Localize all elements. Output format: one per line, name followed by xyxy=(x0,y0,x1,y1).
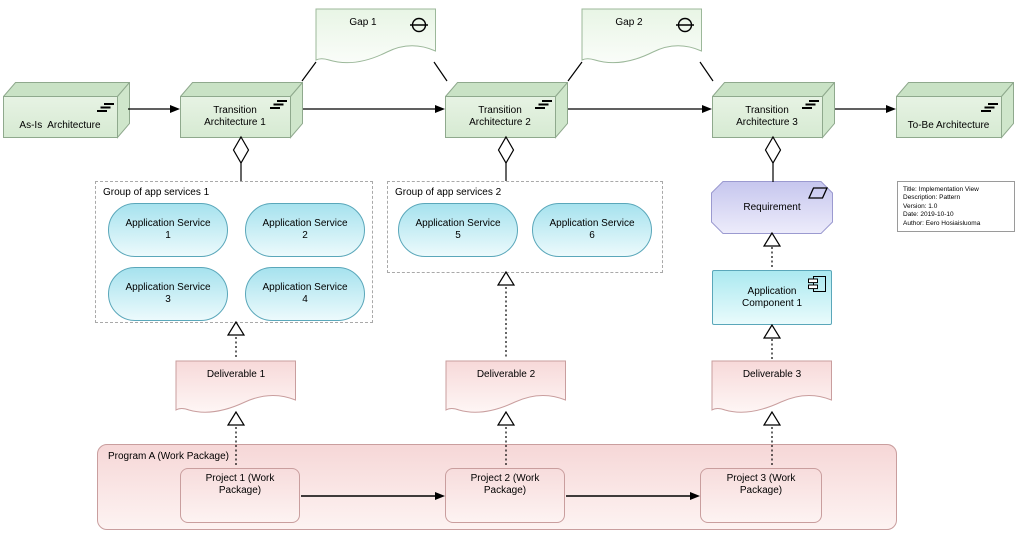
flow-arrow xyxy=(435,105,445,113)
app-service-6[interactable]: Application Service 6 xyxy=(532,203,652,257)
plateau-icon xyxy=(270,100,287,109)
deliverable-label: Deliverable 3 xyxy=(742,369,802,380)
deliverable-3[interactable]: Deliverable 3 xyxy=(711,360,833,413)
group-app-services-2[interactable]: Group of app services 2 xyxy=(387,181,663,273)
application-component-1[interactable]: Application Component 1 xyxy=(712,270,832,325)
gap-shape xyxy=(315,8,436,64)
realization-triangle xyxy=(762,231,782,247)
aggregation-diamond xyxy=(497,135,515,165)
gap-shape xyxy=(581,8,702,64)
component-label: Application Component 1 xyxy=(741,285,803,309)
project-label: Project 3 (Work Package) xyxy=(726,473,796,496)
realization-triangle xyxy=(496,410,516,426)
requirement[interactable]: Requirement xyxy=(711,181,833,234)
service-label: Application Service 3 xyxy=(125,282,211,305)
service-label: Application Service 4 xyxy=(262,282,348,305)
realization-triangle xyxy=(226,320,246,336)
realization-triangle xyxy=(762,410,782,426)
plateau-icon xyxy=(802,100,819,109)
plateau-label: Transition Architecture 1 xyxy=(204,104,266,128)
app-service-2[interactable]: Application Service 2 xyxy=(245,203,365,257)
deliverable-shape xyxy=(445,360,566,413)
app-service-1[interactable]: Application Service 1 xyxy=(108,203,228,257)
deliverable-shape xyxy=(711,360,832,413)
diagram-note[interactable]: Title: Implementation View Description: … xyxy=(897,181,1015,232)
service-label: Application Service 1 xyxy=(125,218,211,241)
note-line: Date: 2019-10-10 xyxy=(903,211,954,219)
app-service-5[interactable]: Application Service 5 xyxy=(398,203,518,257)
plateau-shape xyxy=(445,82,568,139)
project-2[interactable]: Project 2 (Work Package) xyxy=(445,468,565,523)
plateau-shape xyxy=(712,82,835,139)
plateau-label: As-Is Architecture xyxy=(19,120,101,131)
component-icon xyxy=(808,276,826,292)
service-label: Application Service 6 xyxy=(549,218,635,241)
plateau-transition-1[interactable]: Transition Architecture 1 xyxy=(180,82,303,139)
plateau-icon xyxy=(535,100,552,109)
service-label: Application Service 2 xyxy=(262,218,348,241)
plateau-shape xyxy=(180,82,303,139)
gap-2[interactable]: Gap 2 xyxy=(581,8,703,64)
gap-icon xyxy=(410,17,428,33)
program-label: Program A (Work Package) xyxy=(108,451,229,462)
group-title: Group of app services 1 xyxy=(103,187,210,198)
gap-label: Gap 2 xyxy=(615,17,643,28)
plateau-label: To-Be Architecture xyxy=(907,120,990,131)
project-1[interactable]: Project 1 (Work Package) xyxy=(180,468,300,523)
deliverable-label: Deliverable 2 xyxy=(476,369,536,380)
note-line: Title: Implementation View xyxy=(903,186,979,193)
plateau-transition-2[interactable]: Transition Architecture 2 xyxy=(445,82,568,139)
project-label: Project 1 (Work Package) xyxy=(205,473,275,496)
plateau-to-be[interactable]: To-Be Architecture xyxy=(896,82,1014,139)
deliverable-label: Deliverable 1 xyxy=(206,369,266,380)
plateau-label: Transition Architecture 3 xyxy=(736,104,798,128)
realization-triangle xyxy=(762,323,782,339)
requirement-label: Requirement xyxy=(743,202,801,213)
flow-arrow xyxy=(702,105,712,113)
aggregation-diamond xyxy=(764,135,782,165)
deliverable-1[interactable]: Deliverable 1 xyxy=(175,360,297,413)
gap-icon xyxy=(676,17,694,33)
plateau-shape xyxy=(3,82,130,139)
note-line: Author: Eero Hosiaisluoma xyxy=(903,219,981,227)
deliverable-shape xyxy=(175,360,296,413)
service-label: Application Service 5 xyxy=(415,218,501,241)
aggregation-connectors xyxy=(232,135,782,182)
project-3[interactable]: Project 3 (Work Package) xyxy=(700,468,822,523)
plateau-icon xyxy=(97,103,114,112)
plateau-shape xyxy=(896,82,1014,139)
app-service-4[interactable]: Application Service 4 xyxy=(245,267,365,321)
app-service-3[interactable]: Application Service 3 xyxy=(108,267,228,321)
plateau-transition-3[interactable]: Transition Architecture 3 xyxy=(712,82,835,139)
plateau-label: Transition Architecture 2 xyxy=(469,104,531,128)
flow-arrow xyxy=(170,105,180,113)
gap-association-lines xyxy=(301,61,714,82)
note-line: Version: 1.0 xyxy=(903,202,938,210)
gap-1[interactable]: Gap 1 xyxy=(315,8,437,64)
gap-label: Gap 1 xyxy=(349,17,377,28)
plateau-as-is[interactable]: As-Is Architecture xyxy=(3,82,130,139)
project-label: Project 2 (Work Package) xyxy=(470,473,540,496)
aggregation-diamond xyxy=(232,135,250,165)
group-title: Group of app services 2 xyxy=(395,187,502,198)
requirement-icon xyxy=(807,187,829,199)
deliverable-2[interactable]: Deliverable 2 xyxy=(445,360,567,413)
realization-triangle xyxy=(496,270,516,286)
realization-triangle xyxy=(226,410,246,426)
note-line: Description: Pattern xyxy=(903,194,961,202)
requirement-shape xyxy=(711,181,833,234)
plateau-icon xyxy=(981,103,998,112)
flow-arrow xyxy=(886,105,896,113)
